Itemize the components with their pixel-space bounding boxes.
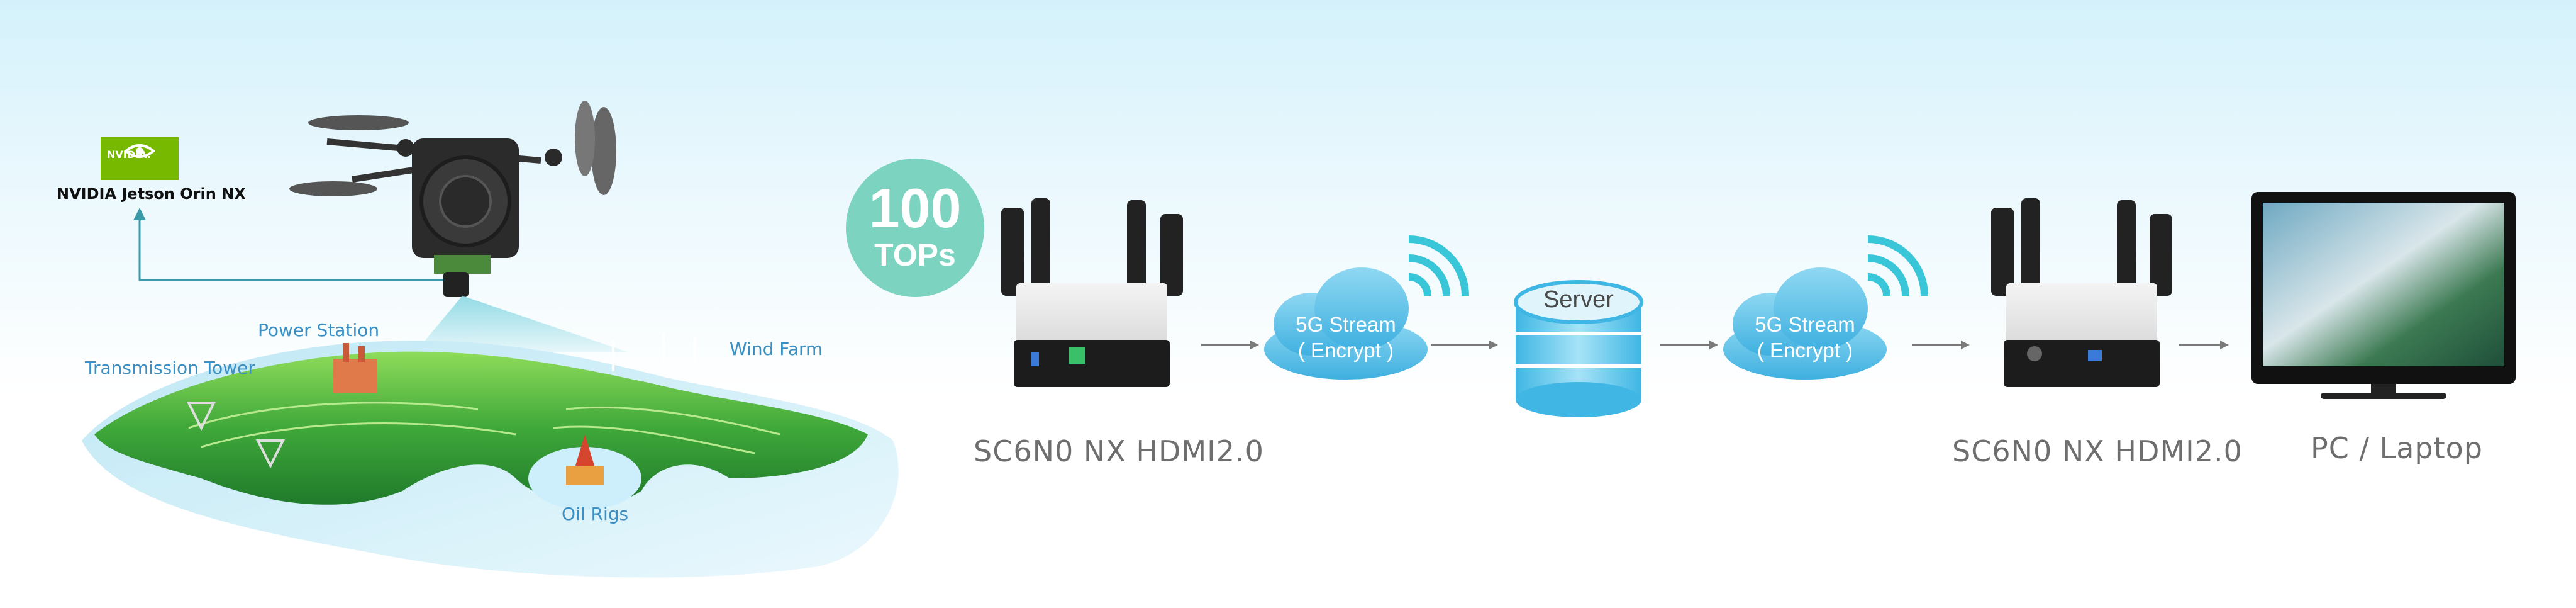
monitor-icon xyxy=(2251,192,2516,399)
sender-router-icon xyxy=(1001,198,1183,387)
cloud-icon xyxy=(1264,267,1428,380)
arrow-icon xyxy=(1961,341,1970,349)
drone-illustration xyxy=(289,101,616,297)
stream-right-line2: ( Encrypt ) xyxy=(1757,339,1853,362)
server-label: Server xyxy=(1543,286,1614,313)
sender-label: SC6N0 NX HDMI2.0 xyxy=(974,434,1264,468)
nvidia-jetson-label: NVIDIA Jetson Orin NX xyxy=(57,185,246,203)
oil-rig-icon xyxy=(566,434,604,485)
tops-badge: 100 TOPs xyxy=(846,159,984,297)
arrow-icon xyxy=(1709,341,1718,349)
stream-left-line1: 5G Stream xyxy=(1296,313,1396,336)
oil-rigs-label: Oil Rigs xyxy=(562,504,629,524)
arrow-icon xyxy=(1489,341,1498,349)
wind-turbine-icon xyxy=(612,334,696,371)
server-database-icon xyxy=(1514,280,1643,417)
nvidia-logo-text: NVIDIA. xyxy=(107,149,151,160)
connector-arrow-icon xyxy=(133,208,146,220)
arrow-icon xyxy=(1250,341,1259,349)
nvidia-eye-icon xyxy=(123,144,156,158)
cloud-icon xyxy=(1723,267,1887,380)
wind-farm-label: Wind Farm xyxy=(730,339,823,359)
nvidia-connector-line xyxy=(138,217,448,281)
transmission-tower-icon xyxy=(186,402,286,469)
tops-unit: TOPs xyxy=(874,237,956,273)
arrow-icon xyxy=(2220,341,2229,349)
wifi-icon xyxy=(1408,235,1469,296)
transmission-tower-label: Transmission Tower xyxy=(85,357,255,378)
stream-right-line1: 5G Stream xyxy=(1755,313,1855,336)
power-station-icon xyxy=(333,359,377,393)
stream-left-line2: ( Encrypt ) xyxy=(1297,339,1394,362)
camera-beam xyxy=(415,296,629,352)
wifi-icon xyxy=(1867,235,1928,296)
receiver-label: SC6N0 NX HDMI2.0 xyxy=(1952,434,2243,468)
receiver-router-icon xyxy=(1991,198,2172,387)
terrain-map xyxy=(82,341,899,578)
tops-value: 100 xyxy=(869,177,962,239)
power-station-label: Power Station xyxy=(258,320,380,341)
display-label: PC / Laptop xyxy=(2311,431,2483,465)
